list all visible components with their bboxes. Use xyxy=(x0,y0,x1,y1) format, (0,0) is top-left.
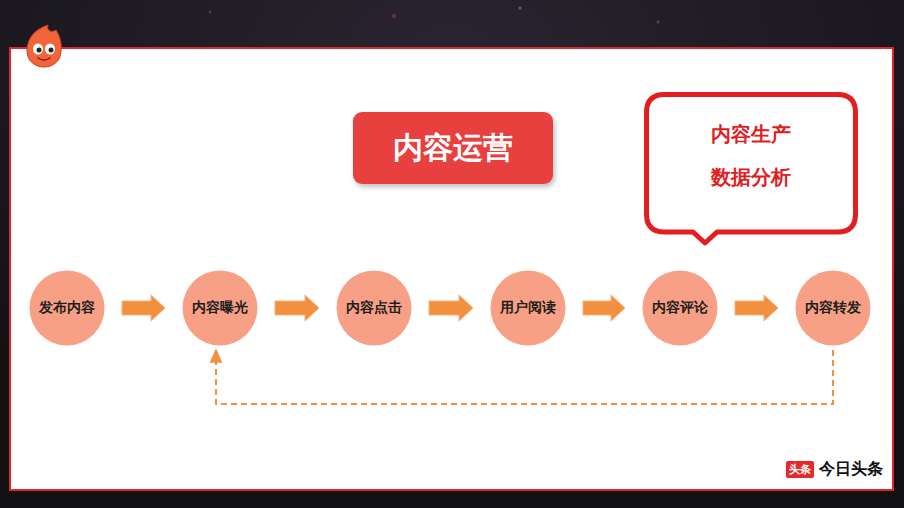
circle-shape xyxy=(796,271,871,346)
node-text: 内容转发 xyxy=(805,299,861,317)
brand-logo: 头条今日头条 xyxy=(786,459,883,480)
logo-text: 今日头条 xyxy=(819,459,883,480)
circle-shape xyxy=(183,271,258,346)
circle-shape xyxy=(643,271,718,346)
node-text: 数据分析 xyxy=(711,165,791,189)
process-circle: 内容评论 xyxy=(642,270,718,346)
flow-arrow xyxy=(275,295,319,321)
node-text: 内容点击 xyxy=(346,299,402,317)
process-circle: 用户阅读 xyxy=(490,270,566,346)
mascot-icon xyxy=(27,25,61,67)
process-circle: 内容转发 xyxy=(795,270,871,346)
feedback-loop xyxy=(216,350,833,404)
node-text: 用户阅读 xyxy=(500,299,556,317)
title-box: 内容运营 xyxy=(353,112,553,184)
sparkle xyxy=(519,7,522,10)
bubble-shape xyxy=(647,95,856,244)
node-text: 内容生产 xyxy=(711,122,791,146)
logo-badge: 头条 xyxy=(786,461,814,478)
sparkle xyxy=(392,14,396,18)
circle-shape xyxy=(491,271,566,346)
node-text: 发布内容 xyxy=(39,299,95,317)
circle-shape xyxy=(30,271,105,346)
callout-bubble: 内容生产数据分析 xyxy=(644,92,858,245)
flow-arrow xyxy=(429,295,473,321)
process-circle: 内容曝光 xyxy=(182,270,258,346)
circle-shape xyxy=(337,271,412,346)
sparkle xyxy=(209,11,212,14)
node-text: 内容评论 xyxy=(652,299,708,317)
flow-arrow xyxy=(735,295,778,321)
sparkle xyxy=(657,21,660,24)
flow-arrow xyxy=(122,295,165,321)
white-panel xyxy=(10,48,893,490)
node-text: 内容曝光 xyxy=(192,299,248,317)
process-circle: 发布内容 xyxy=(29,270,105,346)
process-circle: 内容点击 xyxy=(336,270,412,346)
title-text: 内容运营 xyxy=(393,128,513,169)
flow-arrow xyxy=(583,295,625,321)
